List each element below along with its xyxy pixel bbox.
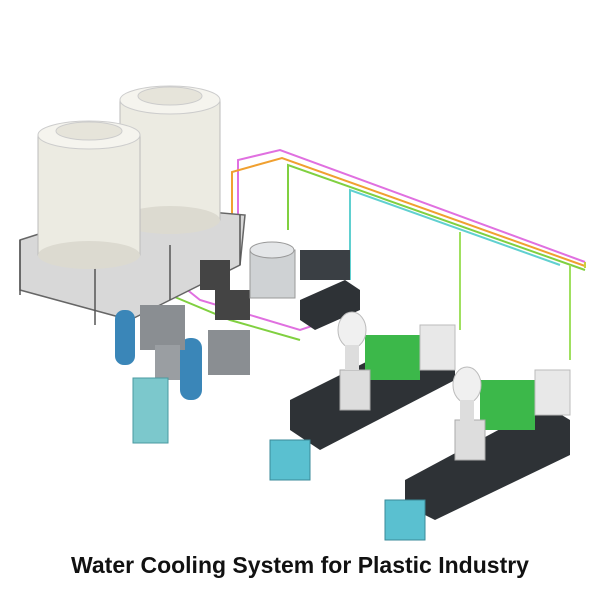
chiller-unit — [300, 280, 360, 330]
control-cabinet — [132, 377, 169, 444]
pump-station — [200, 250, 350, 320]
cooling-tower-back — [119, 85, 221, 234]
mold-temperature-controller-1 — [269, 439, 311, 481]
pipe-green — [287, 163, 586, 271]
injection-molding-machine-1 — [290, 311, 456, 450]
pipe-cyan — [349, 188, 561, 280]
water-tank — [249, 241, 296, 299]
caption-title: Water Cooling System for Plastic Industr… — [71, 552, 529, 578]
injection-molding-machine-2 — [405, 366, 571, 520]
mold-temperature-controller-2 — [384, 499, 426, 541]
pipe-orange — [231, 156, 586, 267]
cooling-tower-front — [37, 120, 141, 269]
air-dryers — [140, 305, 250, 380]
compressed-air-tanks — [115, 310, 202, 400]
pipe-magenta — [237, 148, 586, 263]
